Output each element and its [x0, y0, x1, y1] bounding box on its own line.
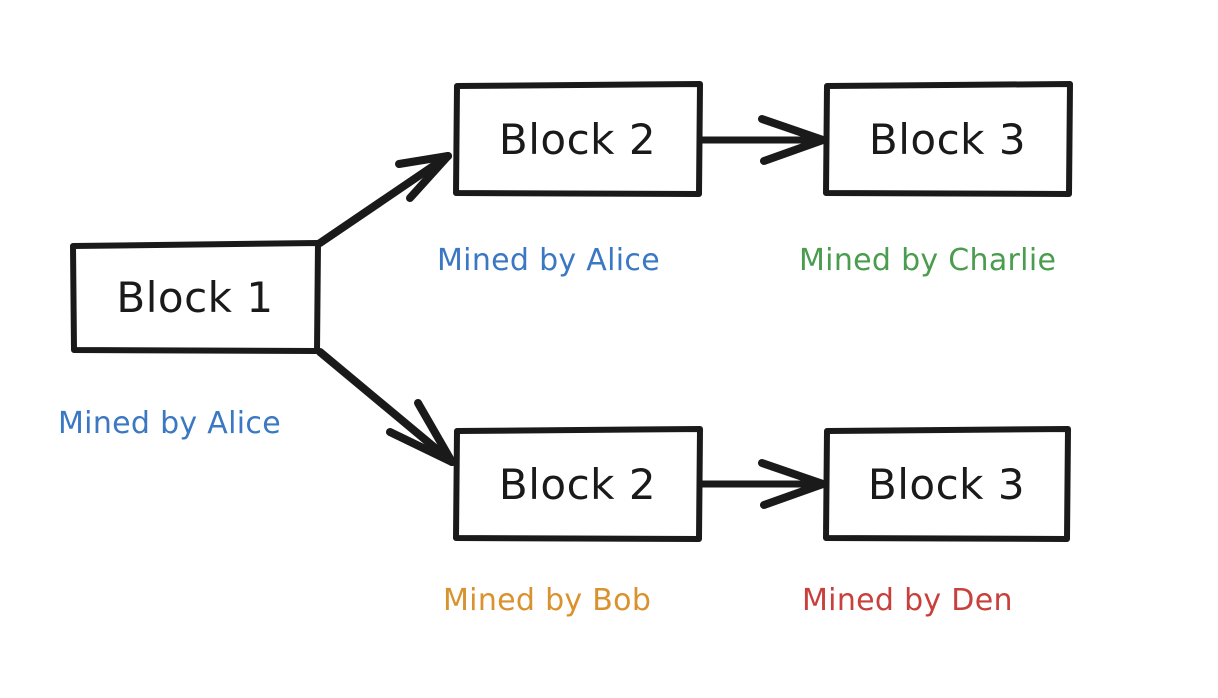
miner-label-block-2-top: Mined by Alice: [437, 243, 660, 278]
arrow-block2-to-block3-top: [697, 115, 827, 165]
arrow-head-lower: [760, 136, 827, 165]
block-3-bottom-rect: [823, 426, 1071, 542]
arrow-head-lower: [406, 152, 452, 202]
miner-label-block-1: Mined by Alice: [58, 406, 281, 441]
arrow-block1-to-block2-top: [316, 152, 452, 247]
arrow-head-lower: [760, 480, 827, 509]
arrow-head-upper: [414, 399, 456, 466]
block-3-top-rect: [823, 81, 1073, 197]
arrow-block2-to-block3-bottom: [697, 459, 827, 509]
arrow-head-lower: [386, 428, 456, 466]
arrow-block1-to-block2-bottom: [316, 348, 456, 466]
block-3-bottom-shape[interactable]: [823, 426, 1071, 542]
block-2-bottom-shape[interactable]: [453, 426, 703, 542]
block-2-top-rect: [453, 81, 703, 197]
block-1-shape[interactable]: [70, 240, 321, 354]
arrow-head-upper: [758, 459, 827, 488]
miner-label-block-3-bottom: Mined by Den: [802, 583, 1013, 618]
miner-label-block-3-top: Mined by Charlie: [799, 243, 1057, 278]
block-2-top-shape[interactable]: [453, 81, 703, 197]
block-3-top-shape[interactable]: [823, 81, 1073, 197]
block-1-rect: [70, 240, 321, 354]
arrow-head-upper: [395, 152, 452, 168]
arrow-shaft: [316, 152, 452, 247]
block-2-bottom-rect: [453, 426, 703, 542]
miner-label-block-2-bottom: Mined by Bob: [443, 583, 652, 618]
arrow-shaft: [316, 348, 456, 466]
arrow-head-upper: [758, 115, 827, 144]
